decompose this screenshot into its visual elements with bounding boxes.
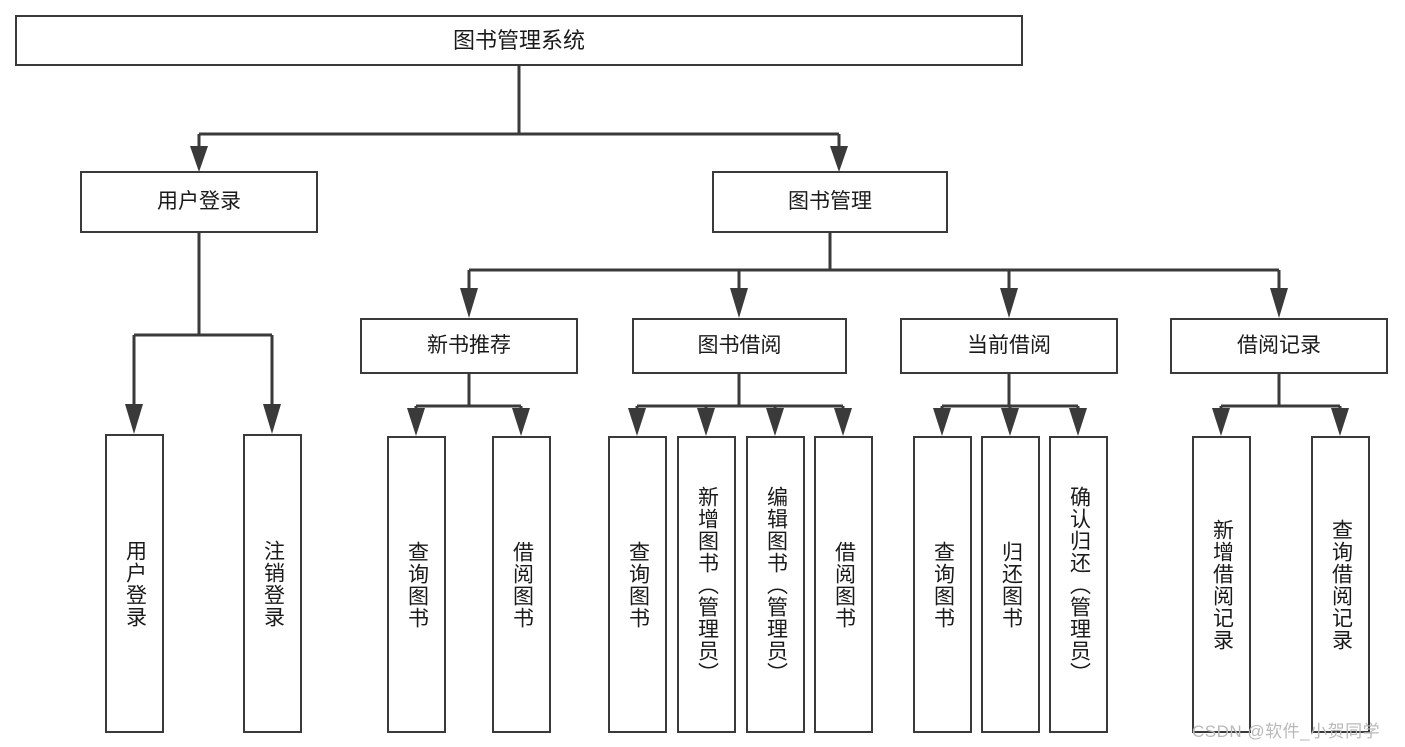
leaf-label: 用户登录 <box>123 539 147 628</box>
node-new-book-recommend[interactable]: 新书推荐 <box>360 318 578 374</box>
leaf-borrow-book-recommend[interactable]: 借阅图书 <box>492 436 551 733</box>
node-book-borrow[interactable]: 图书借阅 <box>632 318 847 374</box>
node-book-manage[interactable]: 图书管理 <box>712 171 948 233</box>
node-root-system[interactable]: 图书管理系统 <box>15 15 1023 66</box>
leaf-label: 借阅图书 <box>832 540 856 629</box>
arrowheads <box>125 146 1349 436</box>
leaf-label: 查询借阅记录 <box>1329 518 1353 651</box>
leaf-label: 归还图书 <box>999 540 1023 629</box>
leaf-confirm-return[interactable]: 确认归还（管理员） <box>1049 436 1108 733</box>
leaf-user-login[interactable]: 用户登录 <box>105 434 164 733</box>
leaf-label: 注销登录 <box>261 539 285 628</box>
node-current-borrow[interactable]: 当前借阅 <box>900 318 1118 374</box>
leaf-query-book-borrow[interactable]: 查询图书 <box>608 436 667 733</box>
watermark-csdn: CSDN @软件_小贺同学 <box>1192 722 1381 741</box>
leaf-label: 查询图书 <box>626 540 650 629</box>
leaf-label: 查询图书 <box>931 540 955 629</box>
leaf-add-borrow-record[interactable]: 新增借阅记录 <box>1192 436 1251 733</box>
leaf-logout[interactable]: 注销登录 <box>243 434 302 733</box>
leaf-label: 查询图书 <box>405 540 429 629</box>
leaf-label: 借阅图书 <box>510 540 534 629</box>
leaf-return-book[interactable]: 归还图书 <box>981 436 1040 733</box>
leaf-edit-book[interactable]: 编辑图书（管理员） <box>746 436 805 733</box>
node-borrow-record[interactable]: 借阅记录 <box>1170 318 1388 374</box>
leaf-add-book[interactable]: 新增图书（管理员） <box>677 436 736 733</box>
leaf-query-book-recommend[interactable]: 查询图书 <box>387 436 446 733</box>
leaf-label: 新增图书（管理员） <box>695 485 719 684</box>
leaf-label: 确认归还（管理员） <box>1067 485 1091 684</box>
leaf-label: 编辑图书（管理员） <box>764 485 788 684</box>
leaf-query-borrow-record[interactable]: 查询借阅记录 <box>1311 436 1370 733</box>
leaf-label: 新增借阅记录 <box>1210 518 1234 651</box>
leaf-query-book-current[interactable]: 查询图书 <box>913 436 972 733</box>
node-user-login[interactable]: 用户登录 <box>80 171 318 233</box>
leaf-borrow-book[interactable]: 借阅图书 <box>814 436 873 733</box>
